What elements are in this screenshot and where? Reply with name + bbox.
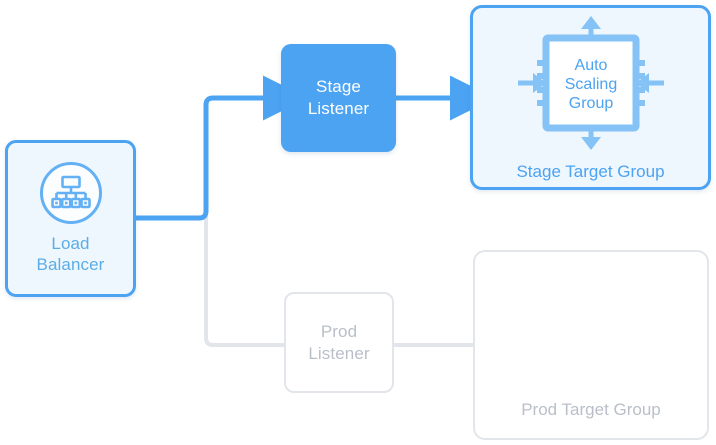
node-prod-target-group[interactable]: Prod Target Group <box>473 250 709 440</box>
node-prod-listener[interactable]: Prod Listener <box>284 292 394 393</box>
connector-lb-to-prod-listener <box>136 216 284 347</box>
svg-text:Group: Group <box>568 95 613 112</box>
chip-label-line1: Auto <box>574 57 607 74</box>
svg-text:Scaling: Scaling <box>564 76 616 93</box>
node-label-load-balancer: Load Balancer <box>37 233 105 275</box>
cpu-chip-icon: Auto Scaling Group <box>511 14 671 157</box>
node-label-prod-listener: Prod Listener <box>308 321 369 365</box>
stage-listener-label-line1: Stage <box>316 77 361 96</box>
prod-listener-label-line1: Prod <box>320 321 358 341</box>
prod-target-group-label: Prod Target Group <box>521 400 661 419</box>
hierarchy-network-icon <box>39 162 102 224</box>
connector-lb-to-stage-listener <box>136 75 308 221</box>
node-load-balancer[interactable]: Load Balancer <box>5 140 136 297</box>
load-balancer-label-line2: Balancer <box>36 255 105 274</box>
node-stage-listener[interactable]: Stage Listener <box>281 44 396 152</box>
load-balancer-label-line1: Load <box>51 234 90 253</box>
node-label-stage-listener: Stage Listener <box>308 76 369 120</box>
stage-target-group-label: Stage Target Group <box>516 162 665 181</box>
prod-listener-label-line2: Listener <box>308 343 370 363</box>
stage-listener-label-line2: Listener <box>307 99 370 118</box>
node-stage-target-group[interactable]: Auto Scaling Group Stage Target Group <box>470 5 711 190</box>
